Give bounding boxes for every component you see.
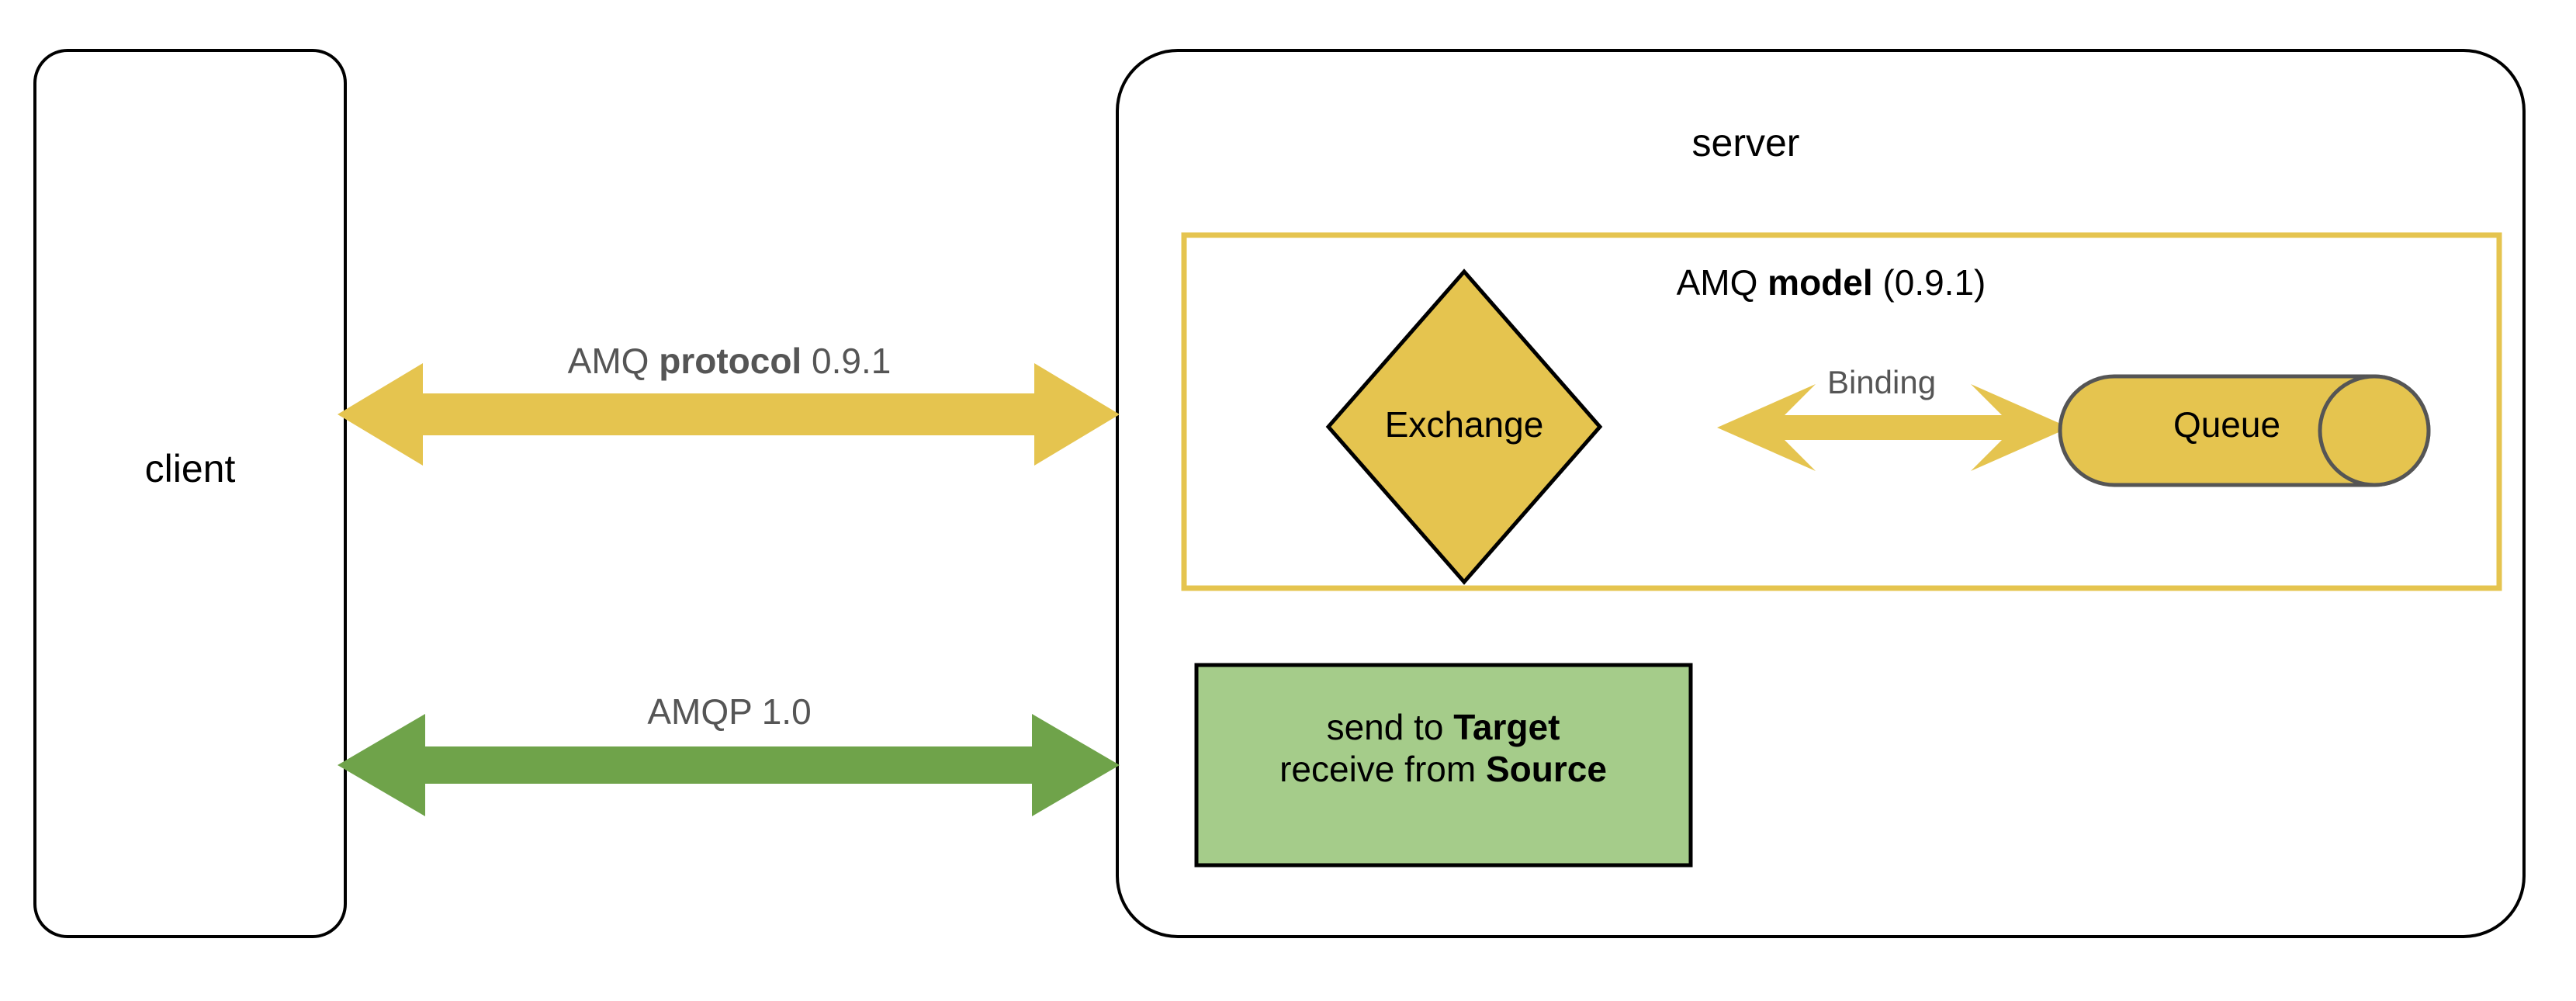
amqp-10-label: AMQP 1.0 [647,691,812,732]
amq-protocol-label-prefix: AMQ [567,341,660,381]
queue-cylinder [2058,374,2431,487]
amqp-semantics-line-1-prefix: send to [1326,707,1454,747]
amq-model-label-prefix: AMQ [1676,262,1768,303]
amq-protocol-label-bold: protocol [659,341,802,381]
amqp-semantics-box [1194,663,1693,868]
queue-label: Queue [2173,404,2281,445]
server-label: server [1691,121,1800,165]
amq-protocol-label-suffix: 0.9.1 [802,341,892,381]
binding-label: Binding [1826,364,1937,400]
client-box [33,49,347,938]
exchange-diamond [1325,268,1603,585]
queue-cylinder-end-ellipse [2318,374,2431,487]
amq-model-label-bold: model [1768,262,1873,303]
amq-model-label-suffix: (0.9.1) [1872,262,1986,303]
amqp-semantics-line-2-bold: Source [1485,749,1607,790]
amqp-semantics-line-2: receive from Source [1195,748,1691,790]
client-label: client [144,447,236,490]
amq-protocol-arrow [338,363,1120,466]
amqp-semantics-line-1-bold: Target [1453,707,1560,747]
amqp-10-arrow [338,714,1120,816]
amq-protocol-label: AMQ protocol 0.9.1 [341,340,1117,382]
amqp-semantics-line-1: send to Target [1195,706,1691,748]
amqp-semantics-line-2-prefix: receive from [1279,749,1486,790]
amqp-semantics-label: send to Target receive from Source [1195,706,1691,791]
exchange-label: Exchange [1384,404,1544,445]
amq-model-label: AMQ model (0.9.1) [1513,262,2149,303]
binding-arrow [1717,384,2069,471]
